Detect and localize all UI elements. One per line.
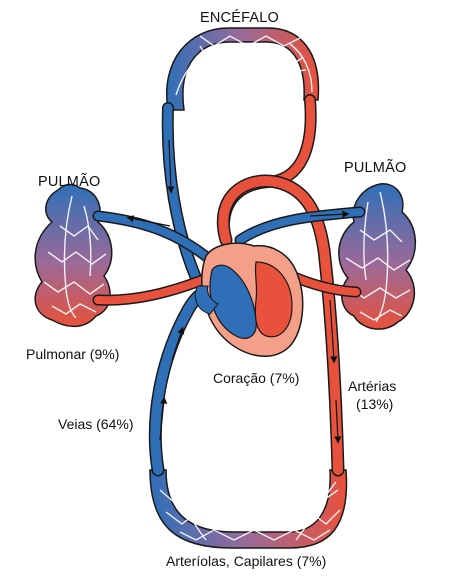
superior-vena-cava	[161, 102, 202, 284]
label-brain: ENCÉFALO	[200, 10, 279, 26]
inferior-vena-cava	[148, 281, 221, 477]
label-capillaries: Arteríolas, Capilares (7%)	[166, 553, 327, 569]
pulmonary-artery-right	[234, 206, 366, 246]
body-capillary-bed	[149, 469, 348, 549]
label-pulmonary: Pulmonar (9%)	[26, 346, 120, 362]
lung-left	[34, 183, 113, 328]
label-heart: Coração (7%)	[213, 370, 300, 386]
heart	[194, 242, 304, 357]
lung-right	[338, 183, 417, 330]
label-arteries-percent: (13%)	[356, 396, 394, 412]
pulmonary-artery-left	[92, 210, 214, 264]
label-veins: Veias (64%)	[58, 416, 134, 432]
carotid-artery	[218, 94, 317, 228]
brain-capillary-bed	[166, 27, 320, 111]
label-lung-left: PULMÃO	[38, 174, 101, 190]
label-arteries: Artérias	[348, 378, 397, 394]
label-lung-right: PULMÃO	[344, 160, 407, 176]
